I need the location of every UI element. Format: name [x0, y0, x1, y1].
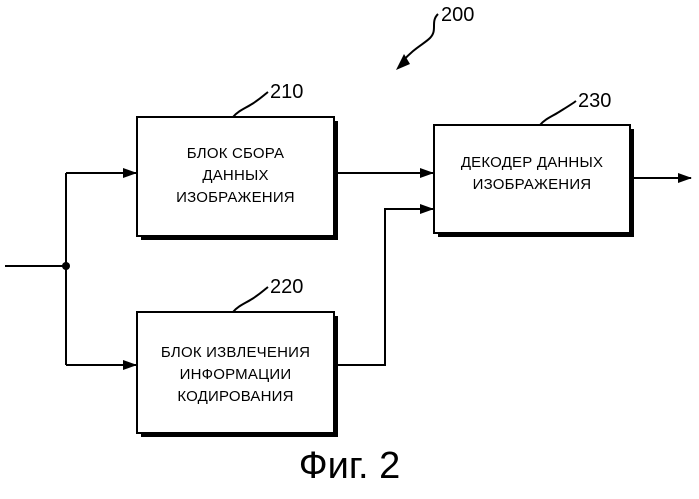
- ref-label-230: 230: [578, 91, 611, 111]
- ref-230-leader: [540, 101, 576, 125]
- block-230-label: ДЕКОДЕР ДАННЫХ ИЗОБРАЖЕНИЯ: [434, 152, 630, 196]
- block-220-label: БЛОК ИЗВЛЕЧЕНИЯ ИНФОРМАЦИИ КОДИРОВАНИЯ: [137, 342, 334, 408]
- block-230-line-2: ИЗОБРАЖЕНИЯ: [434, 174, 630, 196]
- block-230-line-1: ДЕКОДЕР ДАННЫХ: [434, 152, 630, 174]
- block-220-line-2: ИНФОРМАЦИИ: [137, 364, 334, 386]
- block-220-line-1: БЛОК ИЗВЛЕЧЕНИЯ: [137, 342, 334, 364]
- ref-210-leader: [233, 92, 268, 117]
- block-210-line-3: ИЗОБРАЖЕНИЯ: [137, 187, 334, 209]
- block-220-line-3: КОДИРОВАНИЯ: [137, 386, 334, 408]
- ref-label-200: 200: [441, 5, 474, 25]
- ref-label-220: 220: [270, 277, 303, 297]
- figure-caption: Фиг. 2: [0, 446, 699, 486]
- ref-200-leader: [402, 14, 438, 62]
- ref-220-leader: [233, 287, 268, 312]
- block-210-line-2: ДАННЫХ: [137, 165, 334, 187]
- block-210-line-1: БЛОК СБОРА: [137, 143, 334, 165]
- arrow-220-to-230: [334, 209, 433, 365]
- block-210-label: БЛОК СБОРА ДАННЫХ ИЗОБРАЖЕНИЯ: [137, 143, 334, 209]
- ref-label-210: 210: [270, 82, 303, 102]
